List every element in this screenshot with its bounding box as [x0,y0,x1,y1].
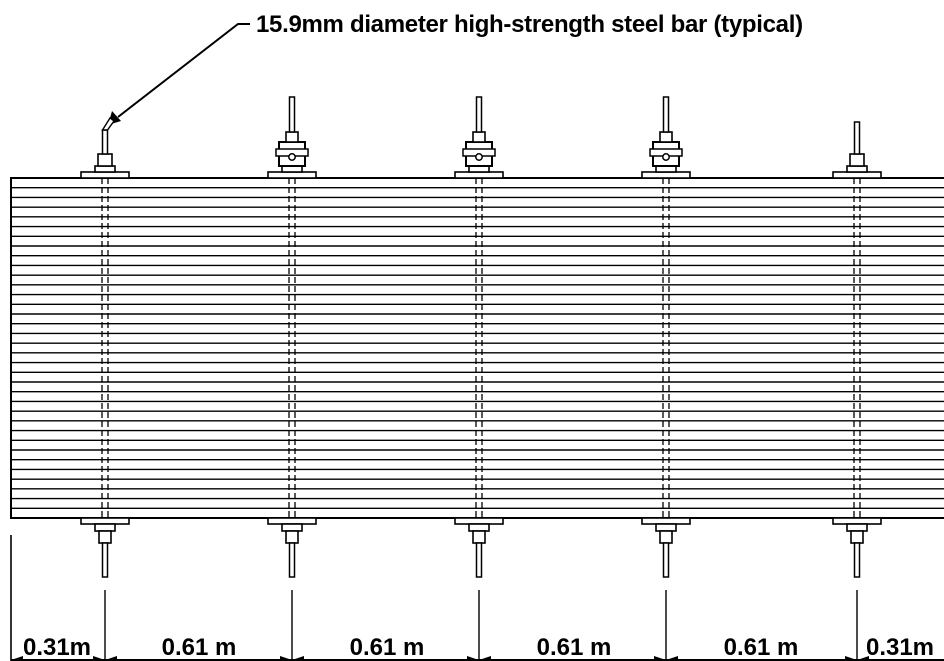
bottom-bar-stub [101,542,109,578]
dimension-line: 0.31m 0.61 m 0.61 m 0.61 m 0.61 m 0.31m [10,535,944,661]
bottom-washer [468,523,490,532]
coupler [659,131,673,143]
top-bearing-plate [641,171,691,179]
bottom-bar-stub [288,542,296,578]
callout-leader-line [117,23,250,118]
top-washer [846,165,868,173]
dimension-label-span-4: 0.61 m [724,634,799,661]
top-bearing-plate [454,171,504,179]
bottom-nut [850,530,864,544]
dimension-label-span-3: 0.61 m [537,634,612,661]
anchor-hole [475,153,483,161]
bottom-bar-stub [853,542,861,578]
bottom-bearing-plate [832,517,882,525]
nut [849,153,865,167]
dimension-arrowhead [654,656,666,661]
bottom-nut [98,530,112,544]
dimension-label-left-edge: 0.31m [23,634,91,661]
dimension-arrowhead [857,656,869,661]
dimension-arrowhead [105,656,117,661]
bottom-washer [846,523,868,532]
bottom-bearing-plate [454,517,504,525]
dimension-arrowhead [666,656,678,661]
nut [97,153,113,167]
dimension-arrowhead [93,656,105,661]
top-bearing-plate [832,171,882,179]
dimension-extension-lines [10,535,858,661]
dimension-arrowhead [11,656,23,661]
bottom-bearing-plate [80,517,130,525]
dimension-label-span-1: 0.61 m [162,634,237,661]
timber-deck [10,177,944,519]
top-bearing-plate [267,171,317,179]
top-washer [94,165,116,173]
steel-bars [80,96,882,578]
bar-stub [101,129,109,155]
anchor-hole [662,153,670,161]
bar-stub [662,96,670,133]
dimension-arrowhead [479,656,491,661]
dimension-arrowhead [845,656,857,661]
dimension-arrowhead [467,656,479,661]
bar-stub [475,96,483,133]
dimension-label-right-edge: 0.31m [866,634,934,661]
steel-bar-3 [454,96,504,578]
callout-text: 15.9mm diameter high-strength steel bar … [256,11,803,38]
bottom-washer [281,523,303,532]
steel-bar-4 [641,96,691,578]
bottom-bar-stub [475,542,483,578]
bottom-bar-stub [662,542,670,578]
dimension-arrowhead [280,656,292,661]
callout: 15.9mm diameter high-strength steel bar … [108,11,803,125]
dimension-label-span-2: 0.61 m [350,634,425,661]
deck-outline [10,177,944,519]
coupler [472,131,486,143]
steel-bar-5 [832,121,882,578]
bottom-nut [472,530,486,544]
coupler [285,131,299,143]
bar-stub [853,121,861,155]
bottom-bearing-plate [267,517,317,525]
top-bearing-plate [80,171,130,179]
dimension-arrows [11,656,869,661]
bottom-nut [285,530,299,544]
steel-bar-2 [267,96,317,578]
bottom-nut [659,530,673,544]
bottom-bearing-plate [641,517,691,525]
bottom-washer [94,523,116,532]
anchor-hole [288,153,296,161]
bottom-washer [655,523,677,532]
deck-laminations [11,187,944,509]
dimension-arrowhead [292,656,304,661]
steel-bar-1 [80,116,130,578]
bar-bend [101,116,115,131]
bar-stub [288,96,296,133]
